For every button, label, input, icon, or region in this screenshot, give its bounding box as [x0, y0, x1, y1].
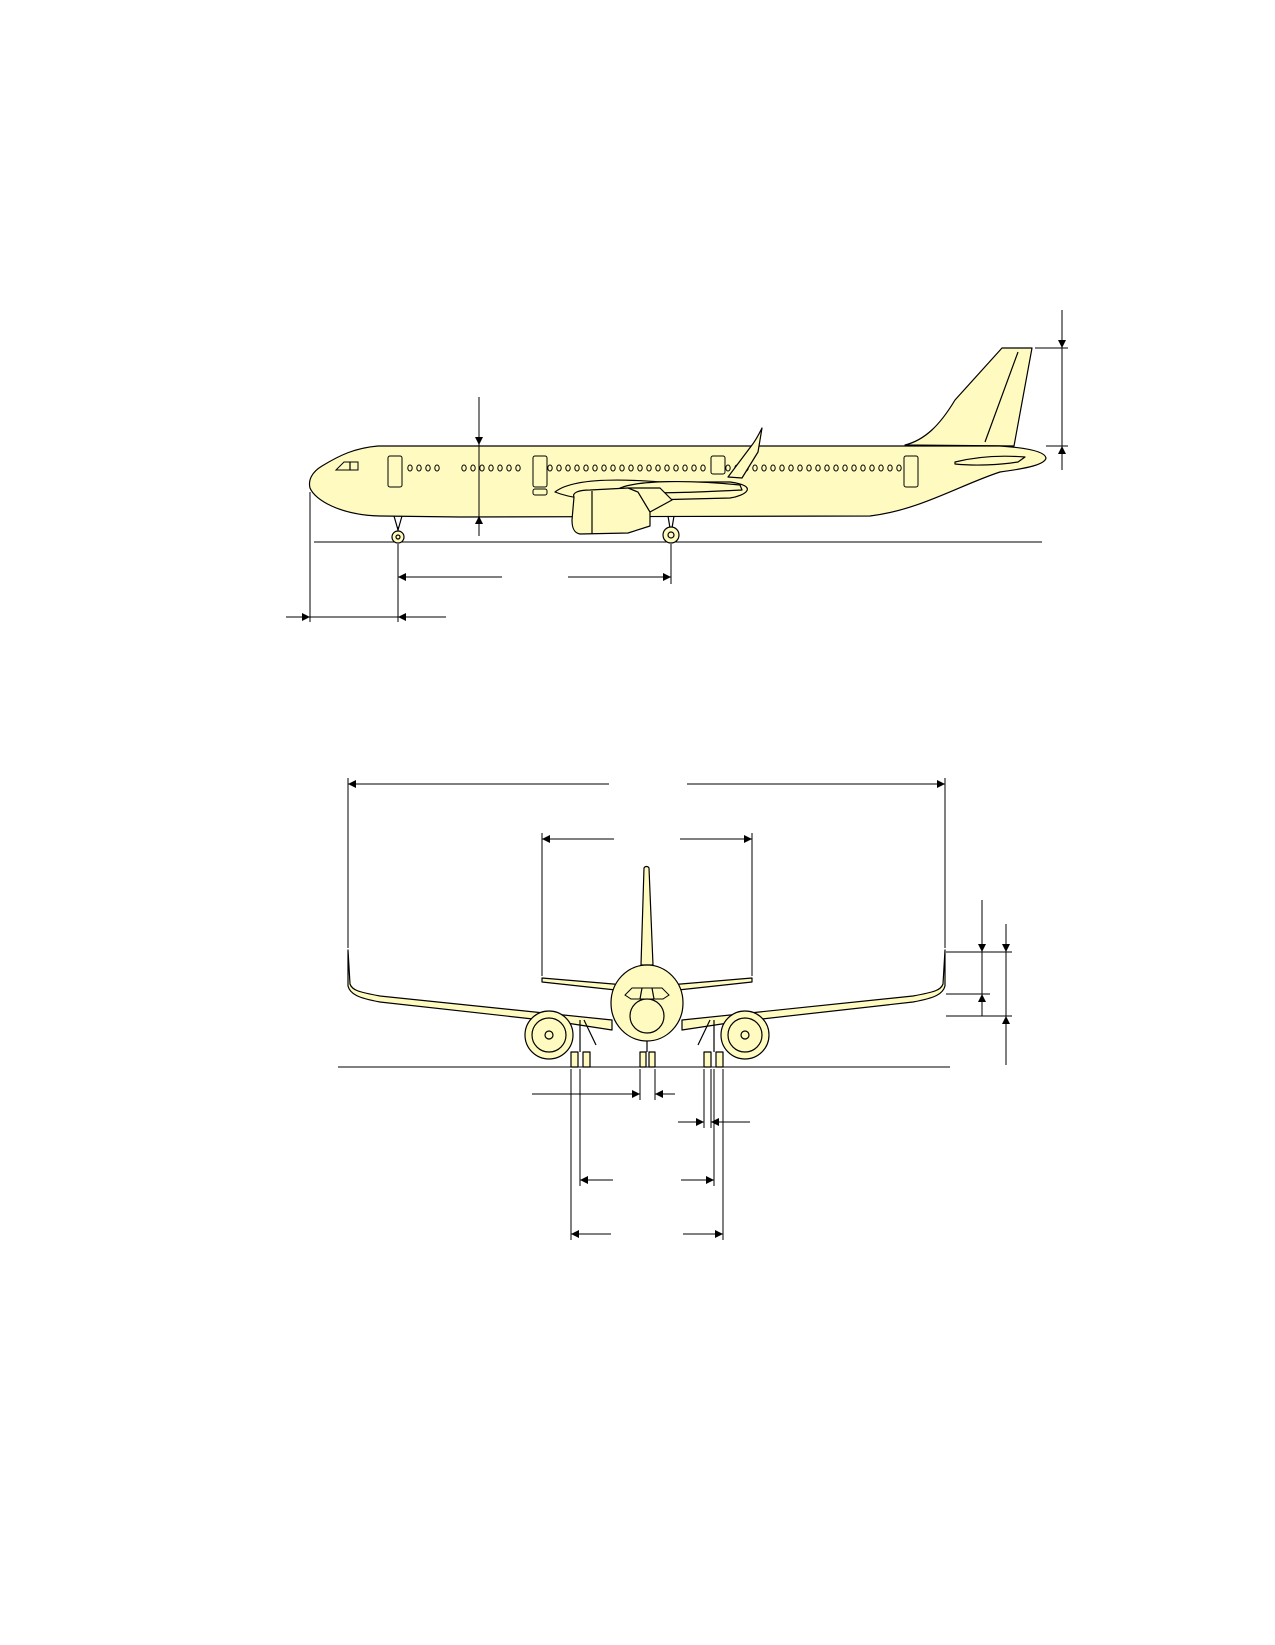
cabin-window	[574, 464, 580, 472]
cabin-window	[887, 464, 893, 472]
cabin-window	[434, 464, 440, 472]
left-wing	[347, 949, 613, 1031]
cockpit-window	[334, 461, 359, 471]
cabin-window	[497, 464, 503, 472]
cabin-window	[896, 464, 902, 472]
door-2	[532, 455, 548, 488]
cabin-window	[655, 464, 661, 472]
winglet	[727, 427, 763, 479]
cabin-window	[506, 464, 512, 472]
front-vertical-stabilizer	[640, 865, 654, 966]
cabin-window	[664, 464, 670, 472]
engine-pylon	[627, 487, 673, 513]
front-horizontal-stabilizer-right	[668, 977, 753, 992]
door-1	[387, 455, 403, 488]
cabin-window	[601, 464, 607, 472]
cabin-window	[725, 464, 731, 472]
door-3	[710, 455, 726, 475]
cabin-window	[646, 464, 652, 472]
front-view	[338, 778, 1012, 1240]
door-4	[903, 455, 919, 488]
main-landing-gear	[662, 515, 680, 544]
cabin-window	[583, 464, 589, 472]
cabin-window	[752, 464, 758, 472]
side-view	[286, 310, 1068, 622]
left-engine	[524, 1010, 574, 1060]
cabin-window	[815, 464, 821, 472]
cabin-window	[547, 464, 553, 472]
rudder-hinge-line	[984, 351, 1019, 443]
cabin-window	[488, 464, 494, 472]
right-engine	[720, 1010, 770, 1060]
cabin-window	[637, 464, 643, 472]
cabin-window	[700, 464, 706, 472]
nose-landing-gear	[391, 515, 405, 544]
cabin-window	[407, 464, 413, 472]
horizontal-stabilizer	[954, 455, 1026, 466]
front-cockpit-windows	[624, 987, 670, 1000]
cabin-window	[779, 464, 785, 472]
front-right-main-gear	[697, 1019, 724, 1068]
emergency-exit-hatch	[532, 488, 548, 496]
cabin-window	[682, 464, 688, 472]
cabin-window	[461, 464, 467, 472]
cabin-window	[691, 464, 697, 472]
cabin-window	[851, 464, 857, 472]
engine-nacelle	[571, 487, 651, 535]
cabin-window	[556, 464, 562, 472]
cabin-window	[673, 464, 679, 472]
cabin-window	[416, 464, 422, 472]
front-horizontal-stabilizer	[541, 977, 626, 992]
cabin-window	[860, 464, 866, 472]
cabin-window	[619, 464, 625, 472]
cabin-window	[610, 464, 616, 472]
cabin-window	[425, 464, 431, 472]
cockpit-divider-a	[639, 987, 643, 1000]
cabin-window	[824, 464, 830, 472]
vertical-stabilizer	[904, 347, 1033, 447]
cabin-window	[788, 464, 794, 472]
cabin-window	[797, 464, 803, 472]
cabin-window	[592, 464, 598, 472]
cabin-window	[833, 464, 839, 472]
front-nose-gear	[639, 1041, 656, 1068]
cabin-window	[761, 464, 767, 472]
cabin-window	[515, 464, 521, 472]
cabin-window	[842, 464, 848, 472]
cockpit-divider-b	[651, 987, 655, 1000]
cabin-window	[806, 464, 812, 472]
cabin-window	[869, 464, 875, 472]
cabin-window	[878, 464, 884, 472]
cabin-window	[628, 464, 634, 472]
cabin-window	[770, 464, 776, 472]
radome	[629, 998, 665, 1034]
cabin-window	[565, 464, 571, 472]
cabin-window	[479, 464, 485, 472]
front-left-main-gear	[570, 1019, 597, 1068]
cabin-window-row	[407, 464, 902, 472]
right-wing	[681, 949, 946, 1031]
cabin-window	[470, 464, 476, 472]
